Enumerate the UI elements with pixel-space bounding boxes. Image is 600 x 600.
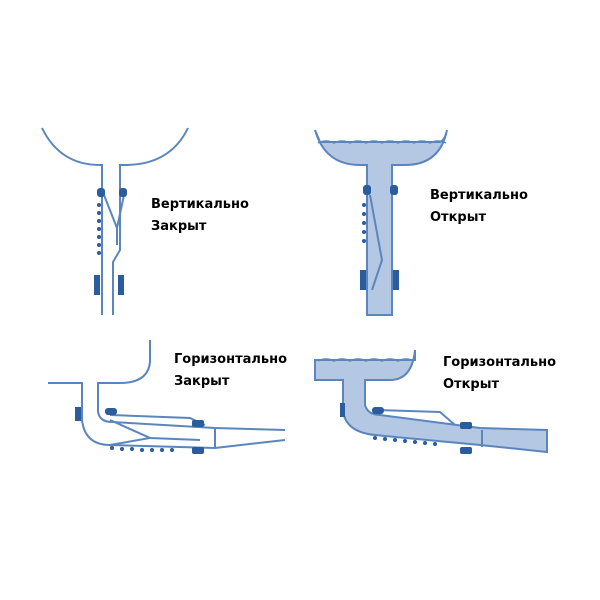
orientation-text: Горизонтально	[443, 355, 557, 370]
orientation-text: Вертикально	[430, 188, 528, 203]
horizontal-open-drawing	[314, 349, 548, 454]
state-text: Открыт	[430, 210, 487, 225]
state-text: Открыт	[443, 377, 500, 392]
state-text: Закрыт	[151, 219, 207, 234]
horizontal-closed-drawing	[48, 340, 286, 454]
vertical-open-drawing	[314, 129, 448, 316]
orientation-text: Вертикально	[151, 197, 249, 212]
orientation-text: Горизонтально	[174, 352, 288, 367]
vertical-closed-drawing	[41, 127, 189, 315]
state-text: Закрыт	[174, 374, 230, 389]
